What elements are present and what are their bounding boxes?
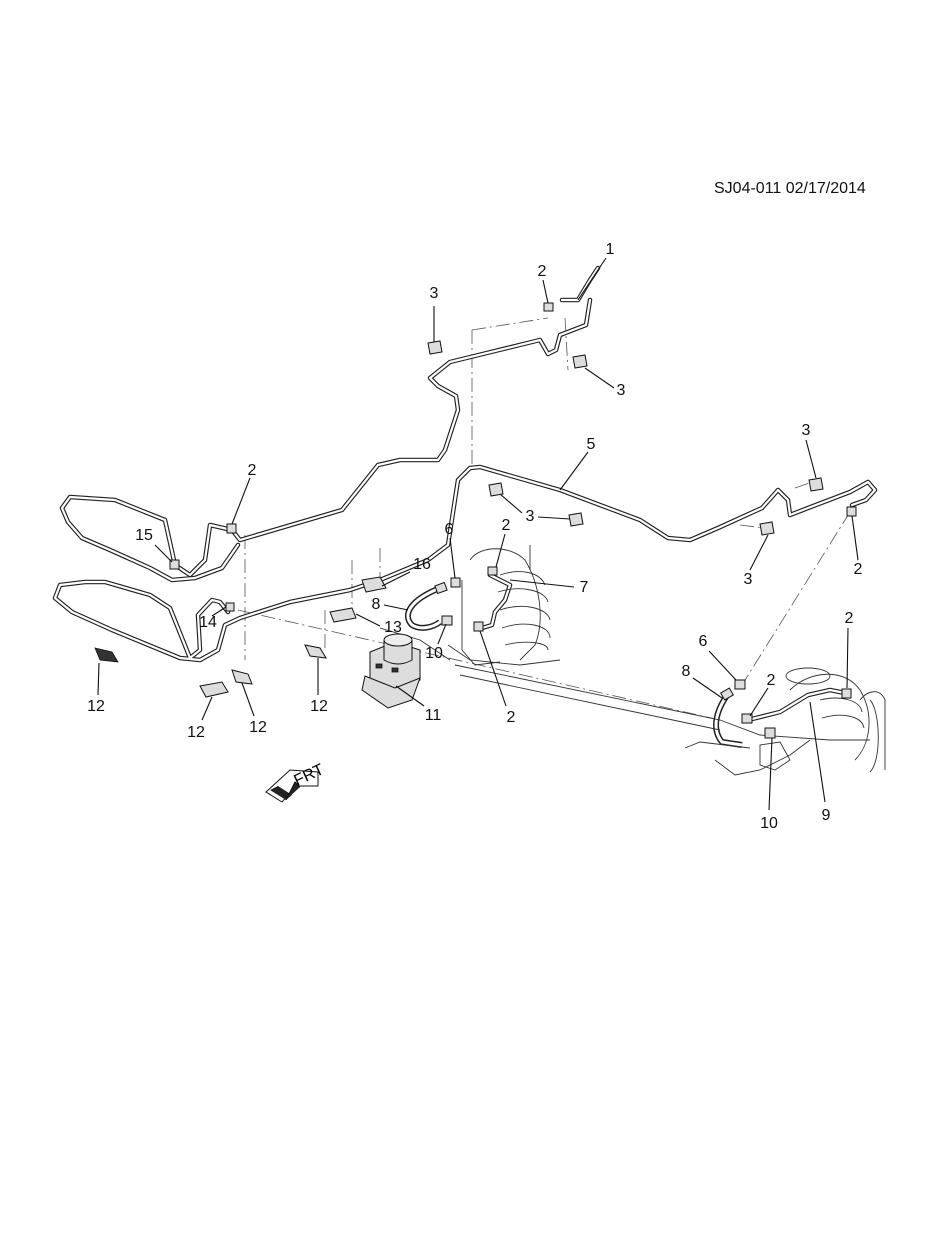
- callout-6: 6: [698, 633, 708, 650]
- construction-lines: [237, 317, 851, 721]
- callout-12: 12: [87, 698, 105, 715]
- rear-brake-hose-8: [713, 687, 743, 748]
- callout-3: 3: [616, 382, 626, 399]
- callout-12: 12: [187, 724, 205, 741]
- callout-16: 16: [413, 556, 431, 573]
- callout-7: 7: [579, 579, 589, 596]
- callout-2: 2: [853, 561, 863, 578]
- brake-pipe-1: [59, 265, 601, 583]
- callout-12: 12: [310, 698, 328, 715]
- callout-13: 13: [384, 619, 402, 636]
- drawing-id-label: SJ04-011 02/17/2014: [714, 180, 866, 197]
- callout-9: 9: [821, 807, 831, 824]
- front-suspension-sketch: [379, 545, 561, 666]
- callout-2: 2: [506, 709, 516, 726]
- callout-10: 10: [760, 815, 778, 832]
- callout-14: 14: [199, 614, 217, 631]
- rear-axle-sketch: [454, 664, 886, 776]
- callout-12: 12: [249, 719, 267, 736]
- callout-2: 2: [766, 672, 776, 689]
- small-clips: [169, 559, 776, 739]
- brake-pipe-7: [479, 572, 513, 631]
- callout-3: 3: [801, 422, 811, 439]
- callout-8: 8: [371, 596, 381, 613]
- callout-1: 1: [605, 241, 615, 258]
- front-brake-hose-8: [404, 581, 448, 631]
- callout-3: 3: [429, 285, 439, 302]
- callout-15: 15: [135, 527, 153, 544]
- callout-10: 10: [425, 645, 443, 662]
- leader-lines: [97, 257, 859, 811]
- callout-2: 2: [247, 462, 257, 479]
- brake-pipe-9: [745, 687, 848, 723]
- clips-3: [427, 340, 824, 536]
- callout-3: 3: [743, 571, 753, 588]
- callout-11: 11: [424, 707, 442, 724]
- callout-2: 2: [501, 517, 511, 534]
- callout-8: 8: [681, 663, 691, 680]
- clips-2: [226, 302, 857, 724]
- callout-5: 5: [586, 436, 596, 453]
- multi-clips: [94, 576, 387, 698]
- front-arrow-icon: FRT: [265, 761, 327, 803]
- callout-3: 3: [525, 508, 535, 525]
- callout-2: 2: [537, 263, 547, 280]
- callout-6: 6: [444, 521, 454, 538]
- abs-module-11: [361, 633, 421, 709]
- callout-2: 2: [844, 610, 854, 627]
